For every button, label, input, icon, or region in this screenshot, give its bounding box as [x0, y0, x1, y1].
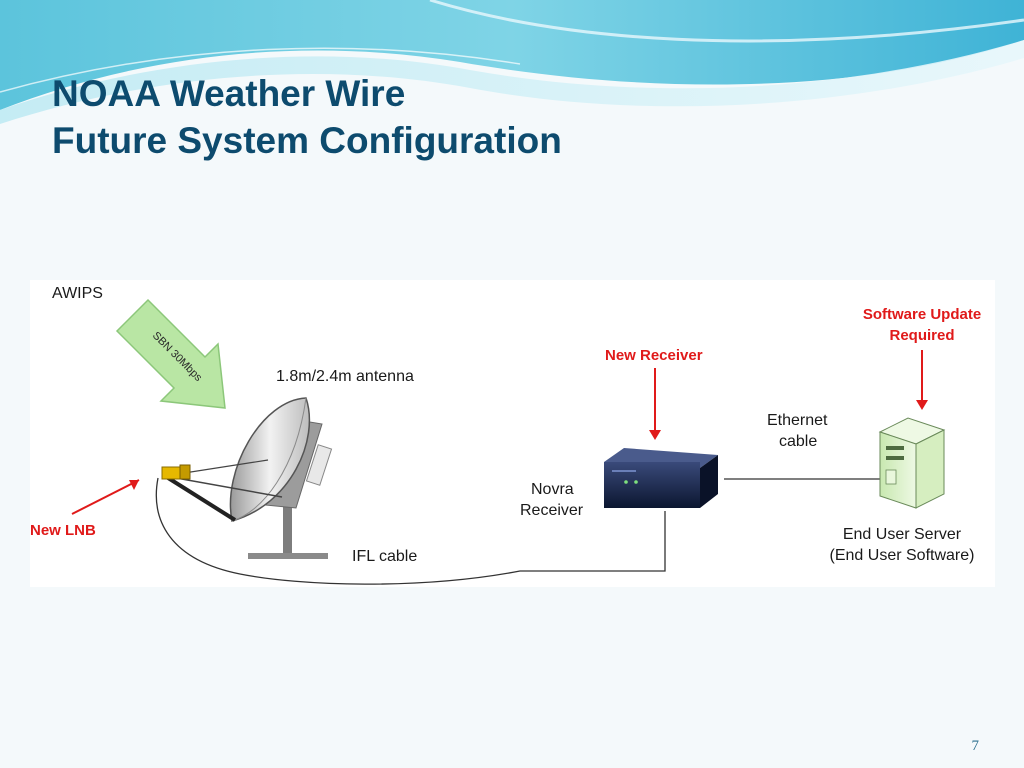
new-lnb-label: New LNB	[30, 522, 96, 539]
satellite-dish-icon	[163, 397, 333, 559]
ethernet-label-line-2: cable	[779, 433, 817, 450]
diagram-panel	[30, 280, 995, 587]
lnb-icon	[161, 464, 191, 480]
red-arrow-icon	[649, 368, 661, 440]
awips-label: AWIPS	[52, 285, 103, 302]
slide-title-line-1: NOAA Weather Wire	[52, 73, 406, 114]
server-label-line-2: (End User Software)	[830, 547, 975, 564]
receiver-label-line-2: Receiver	[520, 502, 584, 519]
server-tower-icon	[878, 417, 946, 509]
signal-arrow-icon: SBN 30Mbps	[115, 298, 226, 409]
ifl-cable	[155, 477, 666, 585]
page-number: 7	[971, 738, 980, 754]
slide-title-line-2: Future System Configuration	[52, 120, 562, 161]
software-update-label-line-1: Software Update	[863, 306, 981, 323]
software-update-label-line-2: Required	[889, 327, 954, 344]
receiver-device-icon	[604, 448, 718, 508]
server-label-line-1: End User Server	[843, 526, 962, 543]
header-wave-decoration	[0, 0, 1024, 124]
red-arrow-icon	[916, 350, 928, 410]
ethernet-label-line-1: Ethernet	[767, 412, 828, 429]
ifl-cable-label: IFL cable	[352, 548, 417, 565]
antenna-label: 1.8m/2.4m antenna	[276, 368, 414, 385]
red-arrow-icon	[71, 479, 140, 515]
receiver-label-line-1: Novra	[531, 481, 574, 498]
new-receiver-label: New Receiver	[605, 347, 703, 364]
slide-title: NOAA Weather Wire Future System Configur…	[52, 70, 562, 164]
